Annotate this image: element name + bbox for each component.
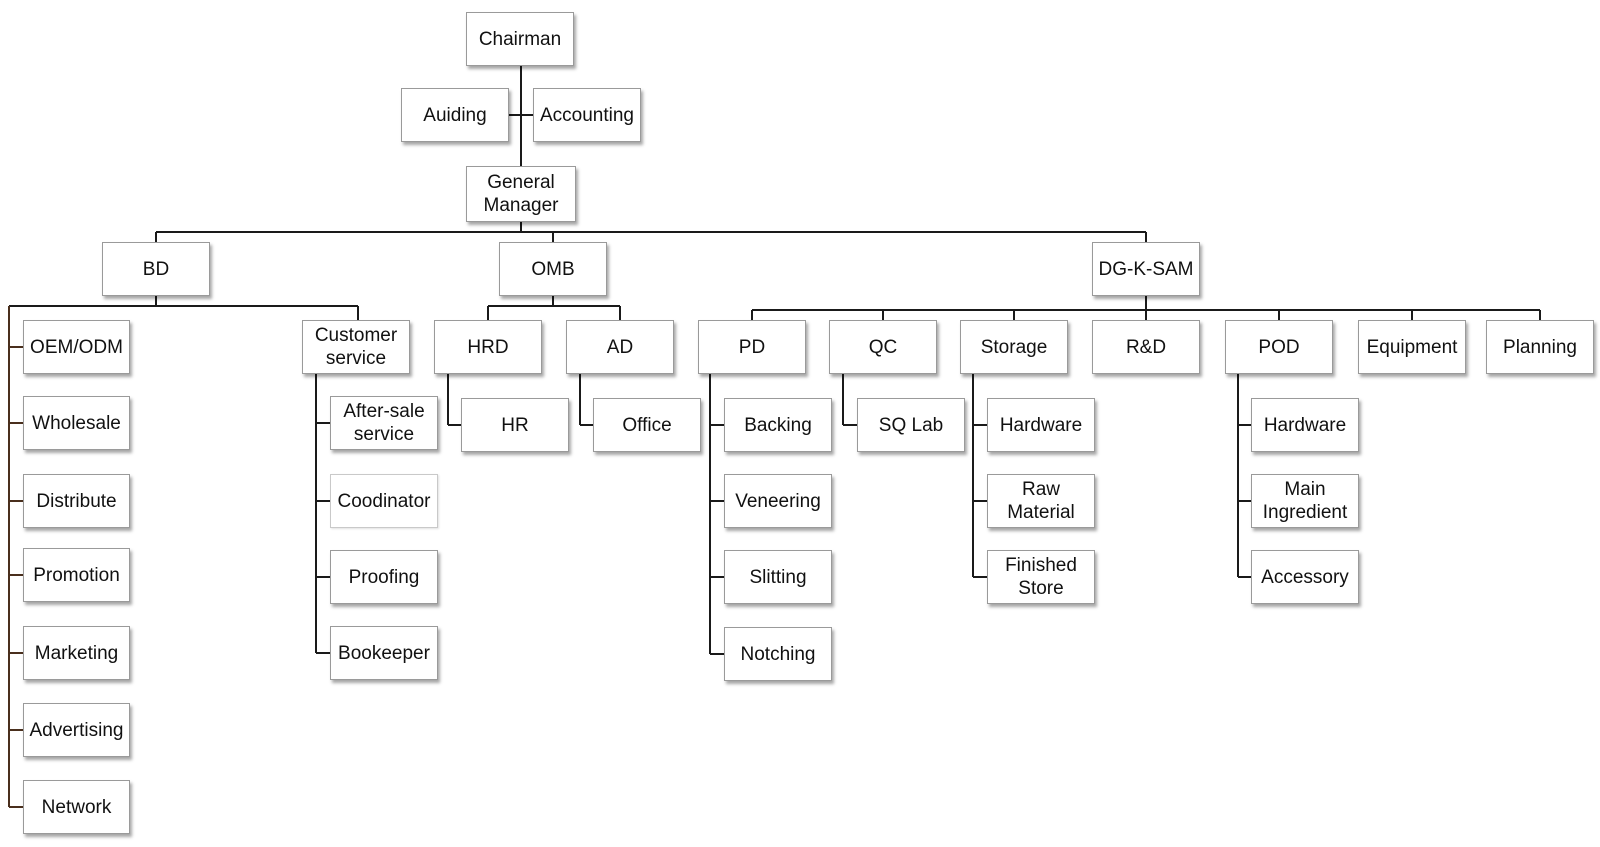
node-pod: POD [1225, 320, 1333, 374]
node-auiding: Auiding [401, 88, 509, 142]
node-chairman: Chairman [466, 12, 574, 66]
node-rnd: R&D [1092, 320, 1200, 374]
node-bd: BD [102, 242, 210, 296]
node-finished-store: Finished Store [987, 550, 1095, 604]
node-hr: HR [461, 398, 569, 452]
node-slitting: Slitting [724, 550, 832, 604]
node-backing: Backing [724, 398, 832, 452]
node-accounting: Accounting [533, 88, 641, 142]
node-storage-hardware: Hardware [987, 398, 1095, 452]
node-omb: OMB [499, 242, 607, 296]
node-promotion: Promotion [23, 548, 130, 602]
node-coodinator: Coodinator [330, 474, 438, 528]
node-notching: Notching [724, 627, 832, 681]
node-office: Office [593, 398, 701, 452]
node-main-ingredient: Main Ingredient [1251, 474, 1359, 528]
node-marketing: Marketing [23, 626, 130, 680]
node-oem-odm: OEM/ODM [23, 320, 130, 374]
node-proofing: Proofing [330, 550, 438, 604]
node-bookeeper: Bookeeper [330, 626, 438, 680]
node-general-manager: General Manager [466, 166, 576, 222]
node-wholesale: Wholesale [23, 396, 130, 450]
node-pod-hardware: Hardware [1251, 398, 1359, 452]
node-equipment: Equipment [1358, 320, 1466, 374]
node-pd: PD [698, 320, 806, 374]
node-veneering: Veneering [724, 474, 832, 528]
node-hrd: HRD [434, 320, 542, 374]
node-ad: AD [566, 320, 674, 374]
node-storage: Storage [960, 320, 1068, 374]
node-dg-k-sam: DG-K-SAM [1092, 242, 1200, 296]
node-accessory: Accessory [1251, 550, 1359, 604]
node-after-sale-service: After-sale service [330, 396, 438, 450]
node-distribute: Distribute [23, 474, 130, 528]
node-advertising: Advertising [23, 703, 130, 757]
node-network: Network [23, 780, 130, 834]
node-customer-service: Customer service [302, 320, 410, 374]
node-planning: Planning [1486, 320, 1594, 374]
node-sq-lab: SQ Lab [857, 398, 965, 452]
node-raw-material: Raw Material [987, 474, 1095, 528]
node-qc: QC [829, 320, 937, 374]
